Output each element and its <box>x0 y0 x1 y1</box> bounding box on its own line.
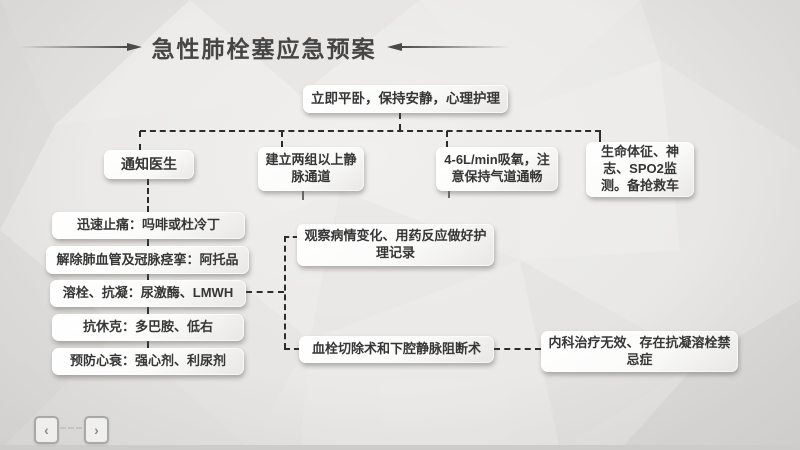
node-prevent-heart-failure: 预防心衰：强心剂、利尿剂 <box>52 348 244 375</box>
node-relieve-spasm: 解除肺血管及冠脉痉挛：阿托品 <box>46 246 249 274</box>
nav-divider-dashes <box>60 427 82 429</box>
connector-row2-horizontal <box>140 130 601 132</box>
connector-stub-monitoring <box>599 131 601 142</box>
chevron-right-icon: › <box>94 422 99 438</box>
node-pain-relief: 迅速止痛：吗啡或杜冷丁 <box>52 212 245 239</box>
connector-stub-notify <box>139 131 141 150</box>
node-anti-shock: 抗休克：多巴胺、低右 <box>52 314 244 341</box>
connector-bracket-to-surgery <box>284 348 300 350</box>
slide-title-row: 急性肺栓塞应急预案 <box>18 30 510 64</box>
node-immediate-rest: 立即平卧，保持安静，心理护理 <box>303 85 508 113</box>
title-right-line <box>401 46 510 48</box>
title-left-line <box>18 46 127 48</box>
connector-notify-to-pain <box>147 179 149 212</box>
connector-spasm-to-thrombolysis <box>147 274 149 280</box>
connector-shock-to-heart <box>147 341 149 348</box>
node-observe-record: 观察病情变化、用药反应做好护理记录 <box>297 224 494 266</box>
next-slide-button[interactable]: › <box>84 416 109 444</box>
title-right-arrow-icon <box>386 43 402 51</box>
node-monitoring: 生命体征、神志、SPO2监测。备抢救车 <box>586 142 694 197</box>
connector-stub-iv <box>281 131 283 147</box>
prev-slide-button[interactable]: ‹ <box>34 416 59 444</box>
page-title: 急性肺栓塞应急预案 <box>151 36 377 62</box>
connector-stub-below-oxygen <box>448 191 450 198</box>
node-notify-doctor: 通知医生 <box>104 150 194 179</box>
node-surgery: 血栓切除术和下腔静脉阻断术 <box>299 336 494 363</box>
connector-bracket-vertical <box>284 236 286 349</box>
connector-thrombolysis-to-shock <box>147 307 149 314</box>
slide-bottom-edge <box>0 445 800 450</box>
connector-top-to-row2 <box>399 113 401 130</box>
title-left-arrow-icon <box>126 43 142 51</box>
connector-stub-below-iv <box>302 191 304 200</box>
node-contraindication: 内科治疗无效、存在抗凝溶栓禁忌症 <box>541 331 738 372</box>
node-oxygen: 4-6L/min吸氧，注意保持气道通畅 <box>436 147 558 191</box>
connector-thrombolysis-right <box>246 291 284 293</box>
node-thrombolysis: 溶栓、抗凝：尿激酶、LMWH <box>50 280 246 307</box>
connector-surgery-to-contraindication <box>494 348 541 350</box>
connector-stub-oxygen <box>446 131 448 147</box>
chevron-left-icon: ‹ <box>44 422 49 438</box>
connector-bracket-to-observe <box>284 236 298 238</box>
node-iv-access: 建立两组以上静脉通道 <box>258 147 364 191</box>
connector-pain-to-spasm <box>147 239 149 246</box>
